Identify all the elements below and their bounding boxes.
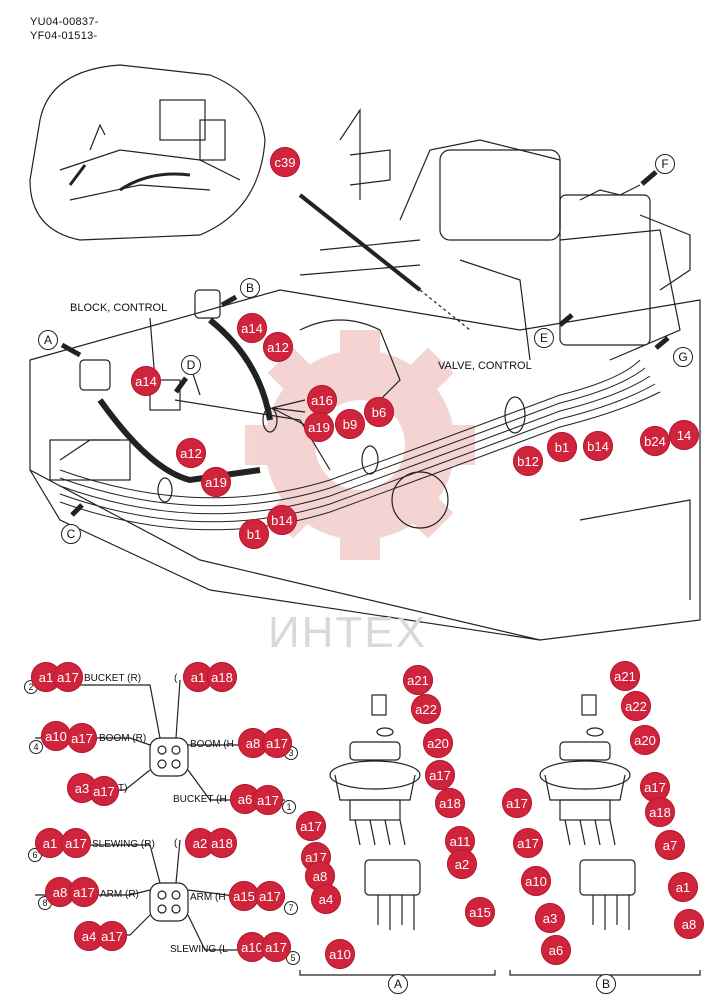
callout-B-a3: a3 <box>535 903 565 933</box>
callout-A-a10: a10 <box>325 939 355 969</box>
callout-B-a20: a20 <box>630 725 660 755</box>
callout-B-a7: a7 <box>655 830 685 860</box>
callout-b14-right: b14 <box>583 431 613 461</box>
callout-B-a10: a10 <box>521 866 551 896</box>
label-arm-r: ARM (R) <box>100 889 139 900</box>
label-block-control: BLOCK, CONTROL <box>70 302 168 314</box>
doc-code-1: YU04-00837- <box>30 16 99 28</box>
callout-B-a1: a1 <box>668 872 698 902</box>
callout-B-a17: a17 <box>502 788 532 818</box>
callout-b1-right: b1 <box>547 432 577 462</box>
callout-a14-left: a14 <box>131 366 161 396</box>
callout-B-a18: a18 <box>645 797 675 827</box>
callout-A-a17b: a17 <box>296 811 326 841</box>
label-bucket-h: BUCKET (H <box>173 794 227 805</box>
callout-p1-a17c: a17 <box>262 728 292 758</box>
callout-a19-mid: a19 <box>201 467 231 497</box>
callout-B-a22: a22 <box>621 691 651 721</box>
port-number-4: 4 <box>29 740 43 754</box>
view-marker-e: E <box>534 328 554 348</box>
callout-a14-top: a14 <box>237 313 267 343</box>
watermark-text: ИНТЕХ <box>268 608 427 657</box>
label-bucket-r: BUCKET (R) <box>84 673 142 684</box>
callout-14-right: 14 <box>669 420 699 450</box>
section-marker-b: B <box>596 974 616 994</box>
callout-B-a6: a6 <box>541 935 571 965</box>
view-marker-c: C <box>61 524 81 544</box>
label-paren-2: ( <box>174 838 178 849</box>
callout-a16: a16 <box>307 385 337 415</box>
doc-code-2: YF04-01513- <box>30 30 98 42</box>
callout-p2-a17: a17 <box>61 828 91 858</box>
callout-p1-a10: a10 <box>41 721 71 751</box>
callout-p2-a17e: a17 <box>261 932 291 962</box>
callout-p2-a17b: a17 <box>69 877 99 907</box>
callout-p1-a17d: a17 <box>89 776 119 806</box>
callout-a12-mid: a12 <box>176 438 206 468</box>
callout-p2-a17d: a17 <box>97 921 127 951</box>
callout-p2-a15: a15 <box>229 881 259 911</box>
callout-A-a2: a2 <box>447 849 477 879</box>
callout-b9: b9 <box>335 409 365 439</box>
label-valve-control: VALVE, CONTROL <box>438 360 532 372</box>
callout-A-a18: a18 <box>435 788 465 818</box>
callout-b14-left: b14 <box>267 505 297 535</box>
label-t-1: T) <box>118 783 128 794</box>
label-arm-h: ARM (H <box>190 892 226 903</box>
callout-p2-a17c: a17 <box>255 881 285 911</box>
port-number-7: 7 <box>284 901 298 915</box>
callout-p2-a1: a1 <box>35 828 65 858</box>
callout-p1-a17: a17 <box>53 662 83 692</box>
view-marker-b: B <box>240 278 260 298</box>
callout-p2-a8: a8 <box>45 877 75 907</box>
section-marker-a: A <box>388 974 408 994</box>
callout-p1-a3: a3 <box>67 773 97 803</box>
callout-B-a17c: a17 <box>513 828 543 858</box>
callout-a12-top: a12 <box>263 332 293 362</box>
view-marker-a: A <box>38 330 58 350</box>
callout-b24: b24 <box>640 426 670 456</box>
callout-a19-top: a19 <box>304 412 334 442</box>
callout-A-a15: a15 <box>465 897 495 927</box>
callout-A-a20: a20 <box>423 728 453 758</box>
callout-p1-a17e: a17 <box>253 785 283 815</box>
callout-p2-a18: a18 <box>207 828 237 858</box>
callout-p1-a17b: a17 <box>67 723 97 753</box>
label-slewing-l: SLEWING (L <box>170 944 228 955</box>
callout-b12: b12 <box>513 446 543 476</box>
callout-p1-a18: a18 <box>207 662 237 692</box>
callout-A-a22: a22 <box>411 694 441 724</box>
label-boom-r: BOOM (R) <box>99 733 147 744</box>
callout-B-a21: a21 <box>610 661 640 691</box>
callout-b1-left: b1 <box>239 519 269 549</box>
port-number-5: 5 <box>286 951 300 965</box>
callout-c39: c39 <box>270 147 300 177</box>
callout-A-a21: a21 <box>403 665 433 695</box>
label-paren-1: ( <box>174 673 178 684</box>
callout-A-a17: a17 <box>425 760 455 790</box>
callout-A-a4: a4 <box>311 884 341 914</box>
callout-b6: b6 <box>364 397 394 427</box>
label-slewing-r: SLEWING (R) <box>92 839 155 850</box>
label-boom-h: BOOM (H <box>190 739 234 750</box>
view-marker-g: G <box>673 347 693 367</box>
callout-B-a8: a8 <box>674 909 704 939</box>
view-marker-d: D <box>181 355 201 375</box>
port-number-1: 1 <box>282 800 296 814</box>
view-marker-f: F <box>655 154 675 174</box>
